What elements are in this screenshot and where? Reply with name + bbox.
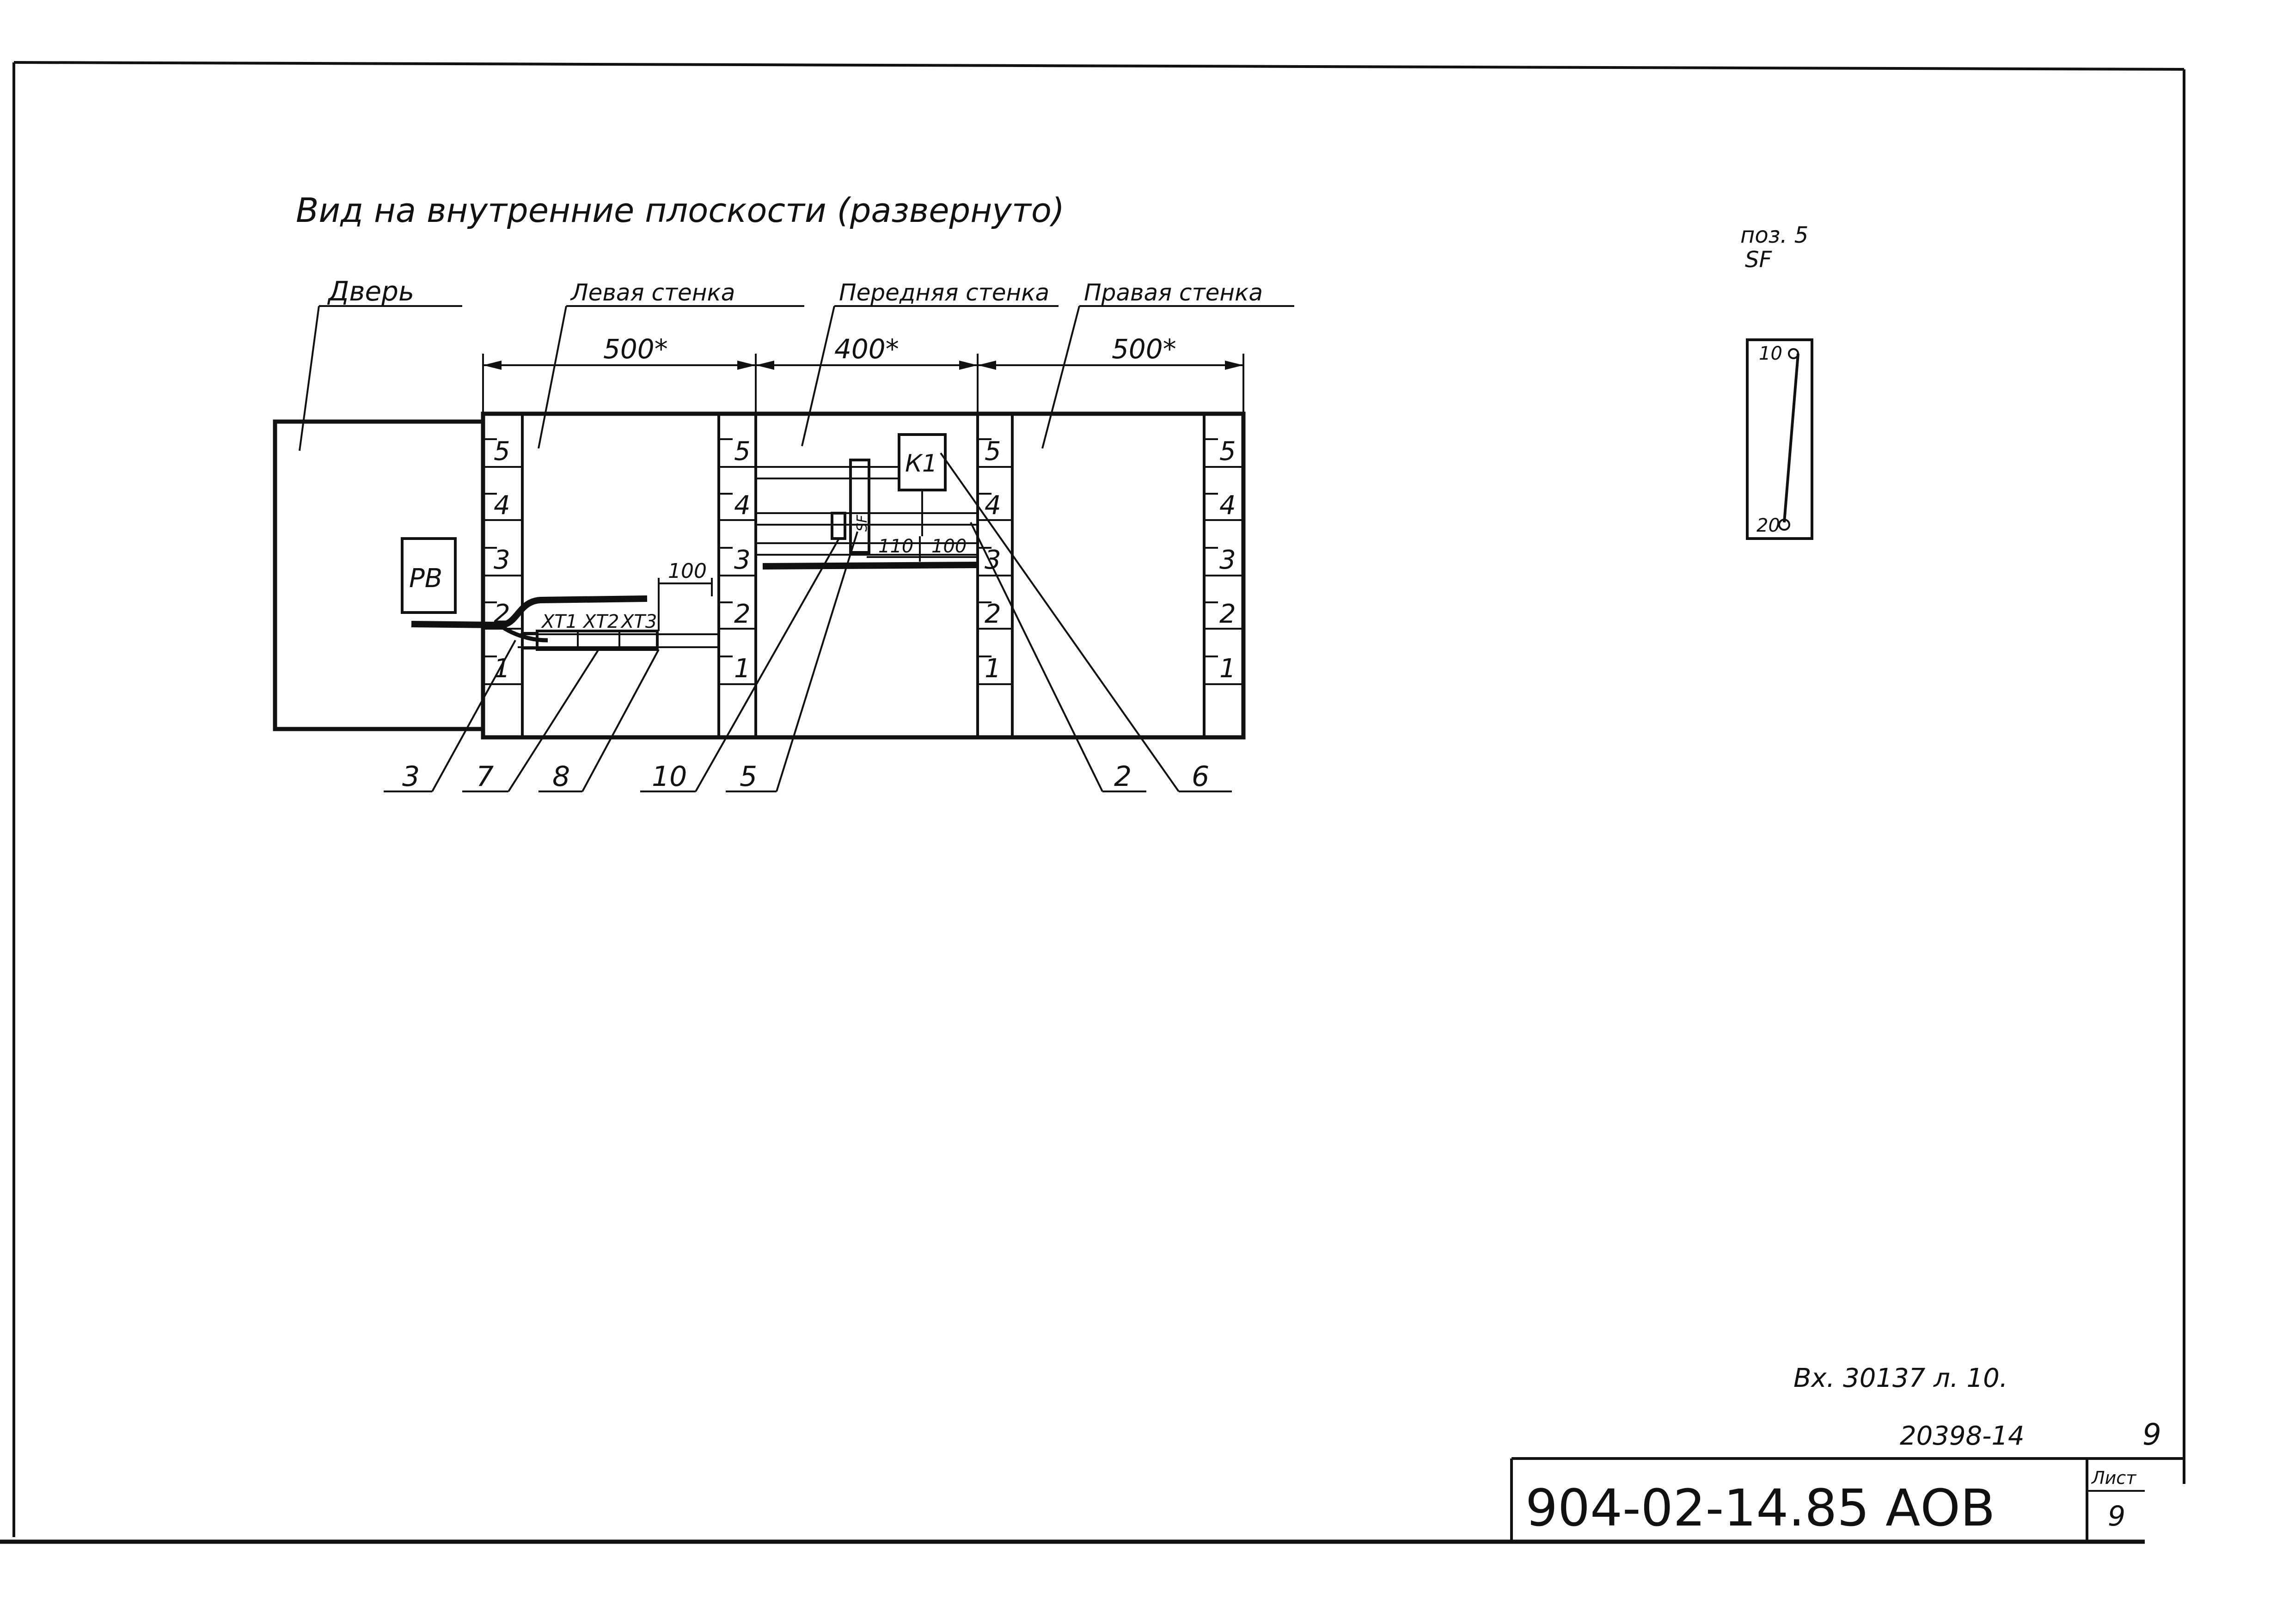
callout-7: 7 bbox=[476, 760, 494, 793]
scale-mark-3: 3 bbox=[734, 545, 751, 575]
dim-100-front: 100 bbox=[931, 536, 967, 557]
dim-110: 110 bbox=[878, 536, 913, 557]
title-block: Вх. 30137 л. 10. 20398-14 9 904-02-14.85… bbox=[1510, 1363, 2184, 1542]
rb-label: РВ bbox=[409, 564, 442, 594]
callout-3: 3 bbox=[402, 760, 420, 793]
scale-strips: 5 4 3 2 1 5 4 3 2 1 bbox=[483, 436, 1243, 685]
pos5-label: поз. 5 bbox=[1740, 222, 1808, 248]
front-wall-equipment: К1 SF 110 100 bbox=[756, 433, 978, 570]
scale-mark-1: 1 bbox=[494, 654, 510, 684]
dim-front-wall: 400* bbox=[834, 333, 899, 365]
callout-2: 2 bbox=[1114, 760, 1132, 793]
xt3-label: XT3 bbox=[620, 611, 657, 632]
left-wall-label: Левая стенка bbox=[570, 279, 735, 306]
front-wall-label: Передняя стенка bbox=[839, 279, 1049, 306]
top-dimension-chain: 500* 400* 500* bbox=[482, 333, 1244, 416]
door-panel: РВ bbox=[273, 419, 485, 731]
doc-code: 904-02-14.85 АОВ bbox=[1525, 1478, 1995, 1538]
pos5-sub: SF bbox=[1745, 247, 1772, 273]
sheet-label: Лист bbox=[2091, 1468, 2137, 1488]
inventory-number: 20398-14 bbox=[1900, 1421, 2025, 1451]
dim-right-wall: 500* bbox=[1112, 333, 1176, 365]
scale-mark-5: 5 bbox=[734, 436, 751, 466]
callout-6: 6 bbox=[1192, 760, 1209, 793]
xt1-label: XT1 bbox=[541, 611, 577, 632]
callout-10: 10 bbox=[652, 760, 687, 793]
sheet-number: 9 bbox=[2108, 1500, 2125, 1532]
scale-mark-4: 4 bbox=[734, 490, 751, 521]
wall-headers: Дверь Левая стенка Передняя стенка Права… bbox=[299, 276, 1294, 451]
scale-strip-1: 5 4 3 2 1 bbox=[483, 436, 522, 685]
callouts: 3 7 8 10 5 2 6 bbox=[384, 452, 1232, 793]
scale-mark-5: 5 bbox=[494, 436, 510, 466]
pos5-bottom: 20 bbox=[1756, 515, 1780, 536]
view-title: Вид на внутренние плоскости (развернуто) bbox=[296, 191, 1065, 230]
sheet-frame bbox=[0, 61, 2185, 1544]
xt2-label: XT2 bbox=[582, 611, 619, 632]
k1-label: К1 bbox=[905, 450, 937, 478]
scale-mark-1: 1 bbox=[1219, 654, 1236, 684]
scale-mark-4: 4 bbox=[1219, 490, 1236, 521]
cabinet-outline bbox=[481, 411, 1246, 740]
scale-mark-2: 2 bbox=[1219, 599, 1236, 629]
registration-note: Вх. 30137 л. 10. bbox=[1793, 1363, 2008, 1393]
left-wall-equipment: XT1 XT2 XT3 100 bbox=[411, 559, 719, 651]
scale-mark-4: 4 bbox=[494, 490, 510, 521]
scale-strip-3: 5 4 3 2 1 bbox=[978, 436, 1012, 685]
scale-strip-2: 5 4 3 2 1 bbox=[719, 436, 756, 685]
dim-left-wall: 500* bbox=[603, 333, 668, 365]
scale-mark-4: 4 bbox=[985, 490, 1001, 521]
scale-mark-1: 1 bbox=[734, 654, 751, 684]
scale-mark-5: 5 bbox=[1219, 436, 1236, 466]
pos5-detail: поз. 5 SF 10 20 bbox=[1740, 222, 1813, 540]
scale-mark-3: 3 bbox=[1219, 545, 1236, 575]
dim-100-left: 100 bbox=[668, 559, 707, 583]
callout-5: 5 bbox=[740, 760, 757, 793]
scale-mark-3: 3 bbox=[494, 545, 510, 575]
scale-strip-4: 5 4 3 2 1 bbox=[1204, 436, 1243, 685]
door-label: Дверь bbox=[327, 276, 414, 307]
corner-sheet-number: 9 bbox=[2142, 1418, 2161, 1452]
callout-8: 8 bbox=[552, 760, 570, 793]
scale-mark-5: 5 bbox=[985, 436, 1001, 466]
pos5-top: 10 bbox=[1759, 343, 1782, 364]
scale-mark-2: 2 bbox=[734, 599, 751, 629]
sf-small-label: SF bbox=[854, 515, 870, 532]
scale-mark-3: 3 bbox=[985, 545, 1001, 575]
right-wall-label: Правая стенка bbox=[1084, 279, 1263, 306]
scale-mark-2: 2 bbox=[985, 599, 1001, 629]
scale-mark-1: 1 bbox=[985, 654, 1001, 684]
